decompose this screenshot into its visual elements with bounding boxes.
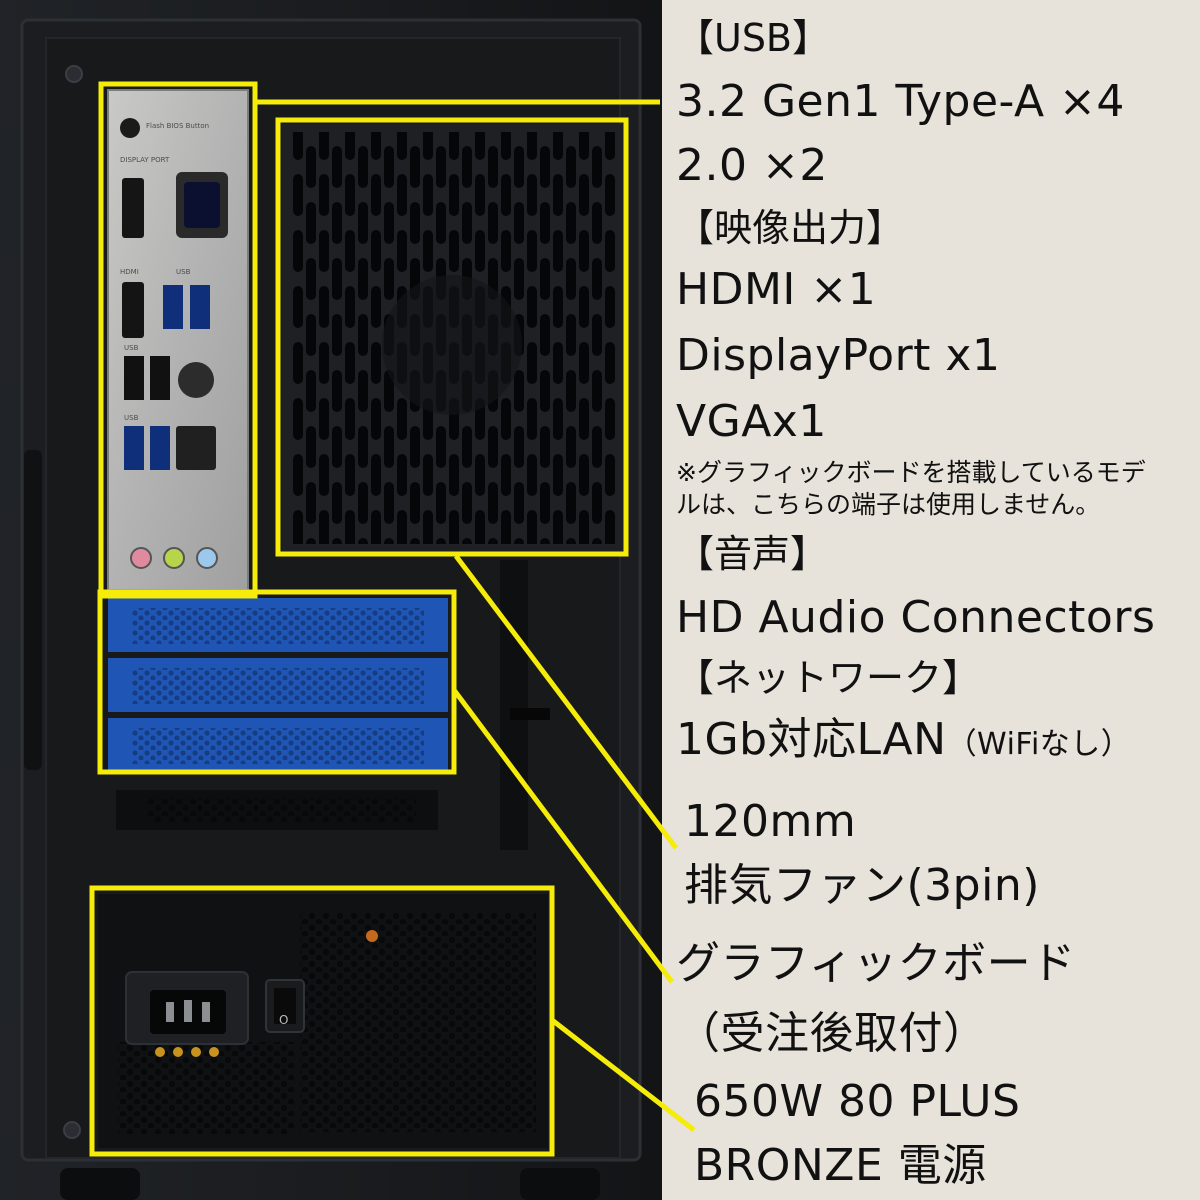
usb-line-2: 2.0 ×2	[676, 140, 828, 191]
fan-label-line-1: 120mm	[684, 796, 857, 847]
audio-heading: 【音声】	[676, 532, 829, 576]
io-label-flash: Flash BIOS Button	[146, 122, 209, 130]
video-note-line-1: ※グラフィックボードを搭載しているモデ	[676, 458, 1146, 487]
video-line-3: VGAx1	[676, 396, 827, 447]
audio-line-1: HD Audio Connectors	[676, 592, 1156, 643]
io-label-dp: DISPLAY PORT	[120, 156, 170, 164]
leader-gpu	[451, 688, 675, 984]
gpu-label-line-2: （受注後取付）	[676, 1008, 988, 1059]
io-label-usb-bottom: USB	[124, 414, 139, 422]
network-heading: 【ネットワーク】	[676, 656, 981, 700]
highlight-fan	[275, 117, 629, 557]
gpu-label-line-1: グラフィックボード	[676, 938, 1076, 989]
highlight-gpu-slots	[97, 589, 457, 775]
leader-psu	[550, 1018, 696, 1132]
io-label-hdmi: HDMI	[120, 268, 139, 276]
video-line-1: HDMI ×1	[676, 264, 877, 315]
video-note-line-2: ルは、こちらの端子は使用しません。	[676, 490, 1101, 519]
io-label-usb-mid: USB	[124, 344, 139, 352]
network-line-1: 1Gb対応LAN（WiFiなし）	[676, 714, 1131, 771]
highlight-io-panel	[98, 81, 258, 599]
network-line-1-sub: （WiFiなし）	[946, 727, 1132, 762]
leader-fan	[454, 554, 678, 850]
psu-label-line-1: 650W 80 PLUS	[694, 1076, 1021, 1127]
psu-switch-glyph: O	[279, 1013, 288, 1027]
network-line-1-main: 1Gb対応LAN	[676, 714, 947, 765]
io-label-usb-top: USB	[176, 268, 191, 276]
psu-label-line-2: BRONZE 電源	[694, 1140, 987, 1191]
video-line-2: DisplayPort x1	[676, 330, 1001, 381]
usb-line-1: 3.2 Gen1 Type-A ×4	[676, 76, 1125, 127]
fan-label-line-2: 排気ファン(3pin)	[684, 860, 1040, 911]
video-heading: 【映像出力】	[676, 206, 905, 250]
usb-heading: 【USB】	[676, 16, 831, 60]
